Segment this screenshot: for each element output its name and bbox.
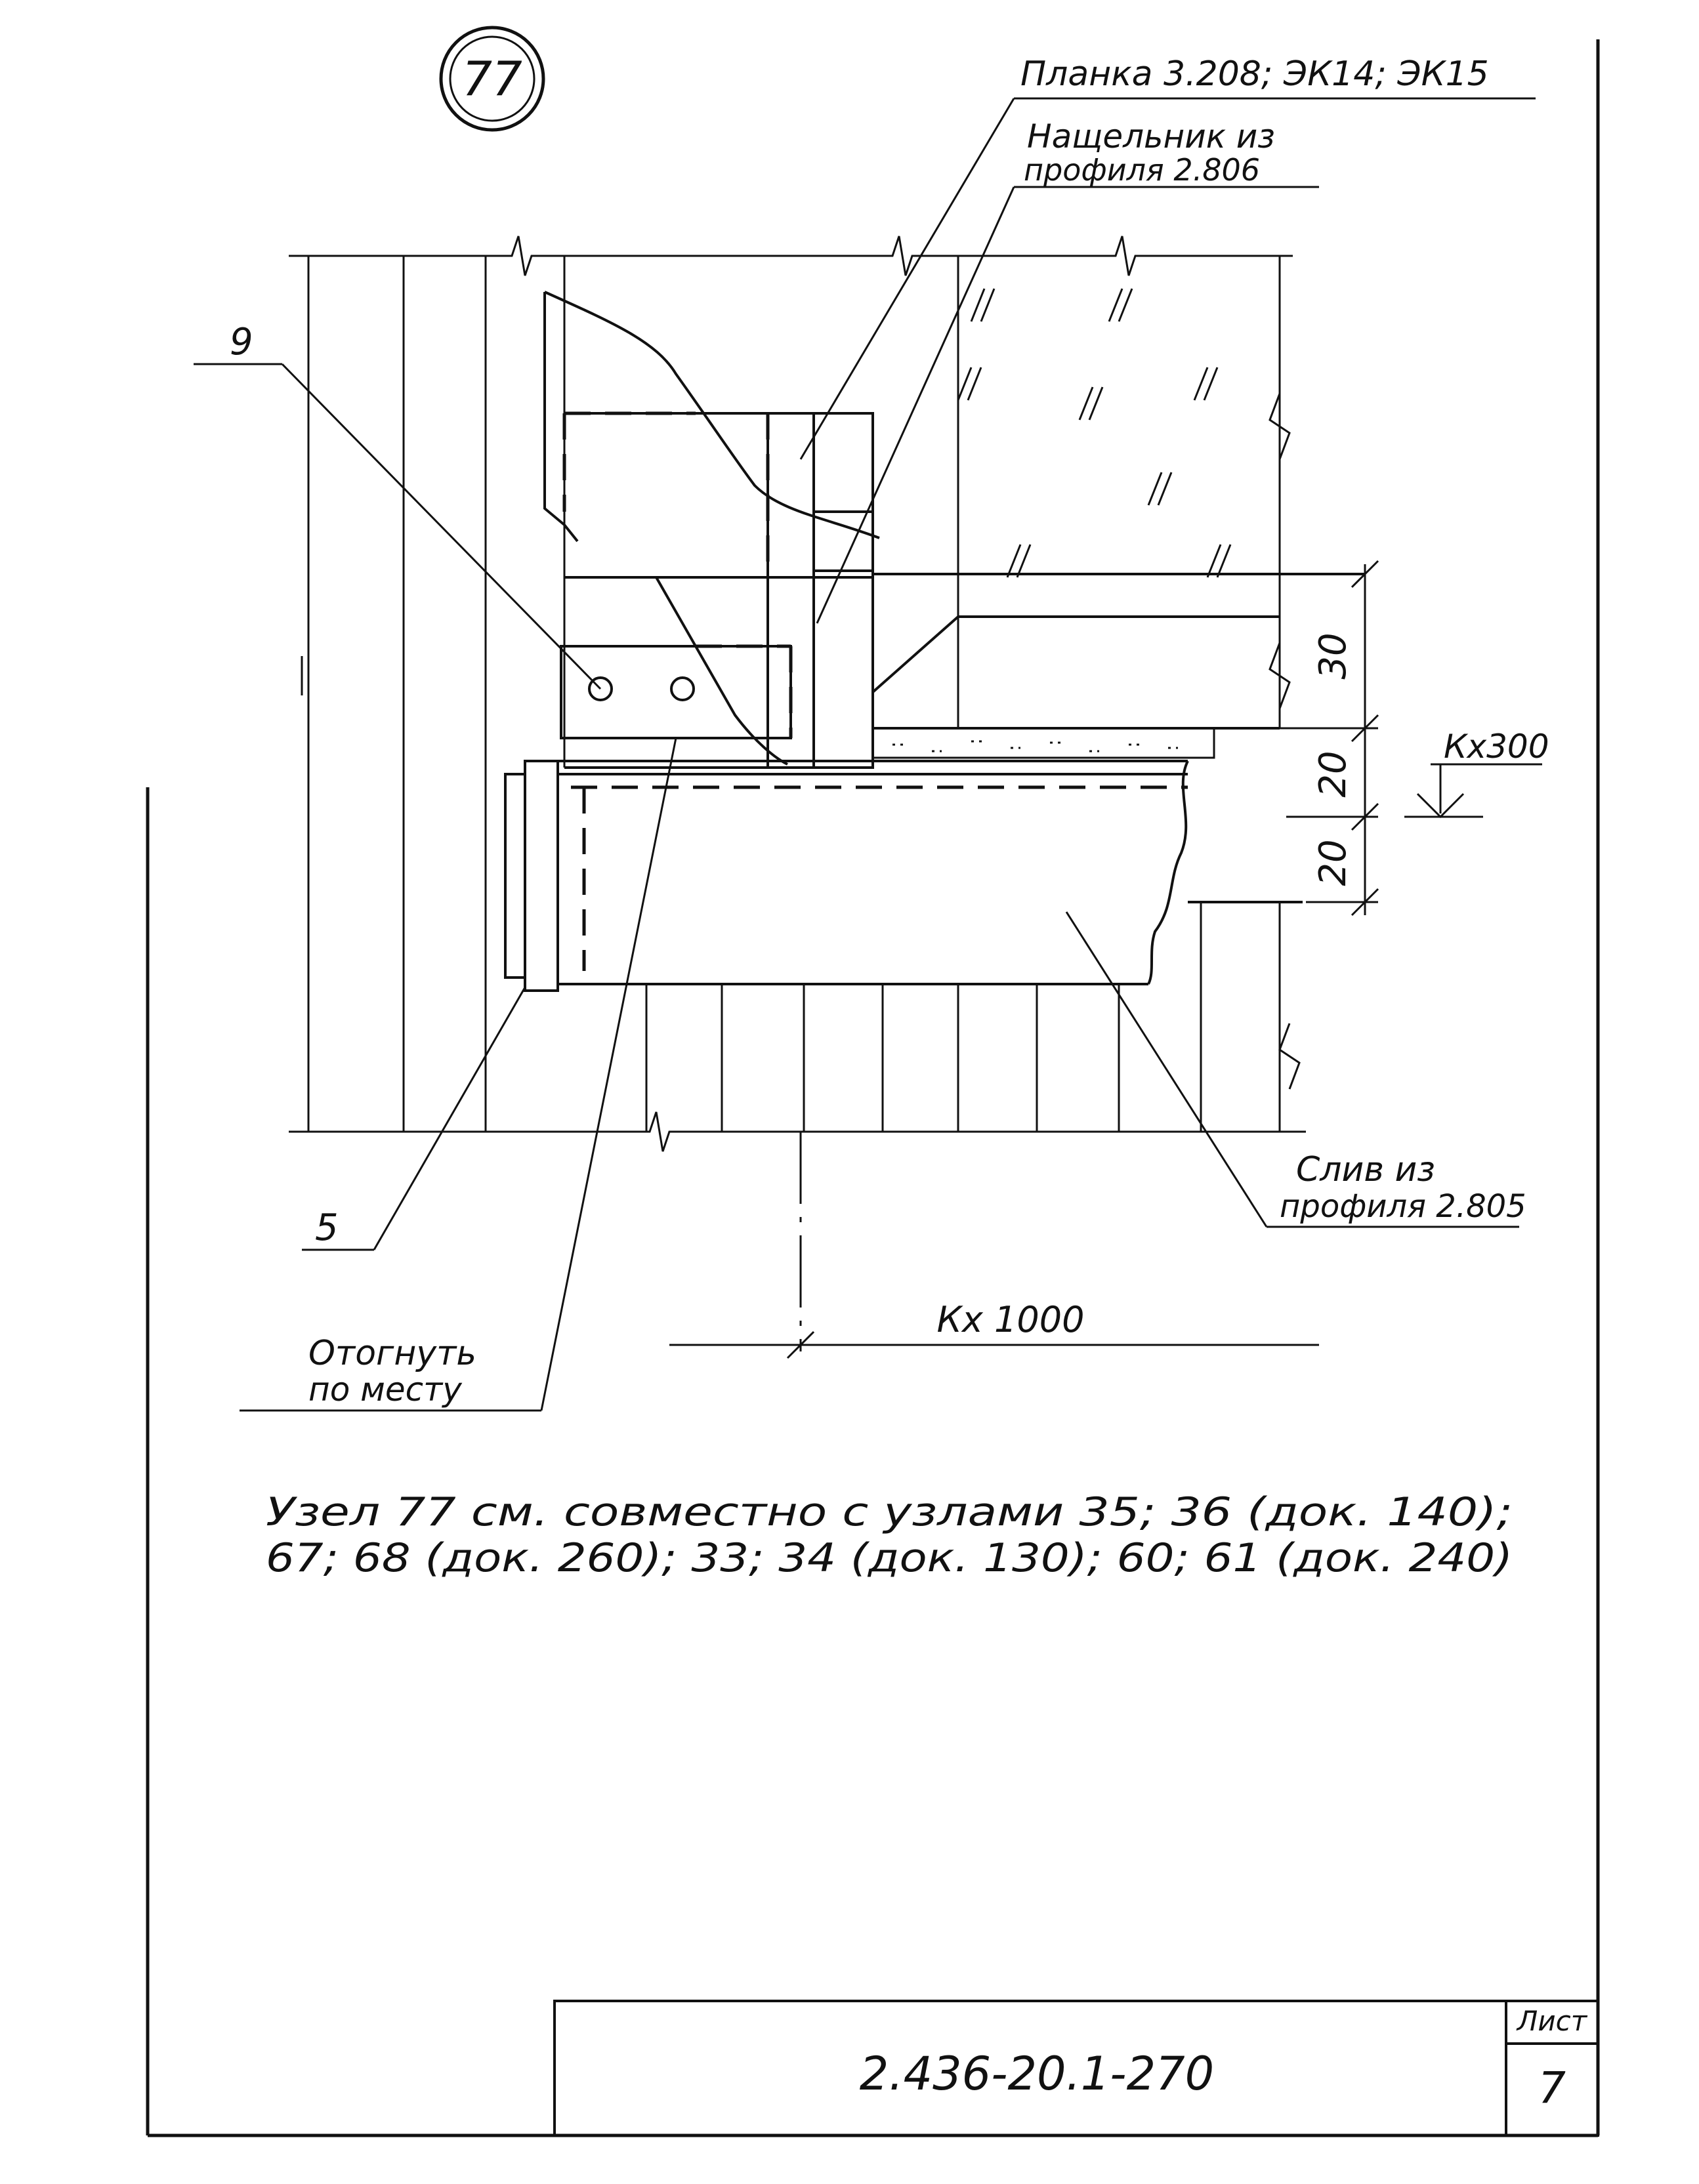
dim-k1000: Кх 1000 [937, 1299, 1085, 1340]
dim-30: 30 [1312, 632, 1354, 679]
label-pos9: 9 [230, 321, 253, 363]
k1000-dimension [669, 1330, 1319, 1359]
label-bend-1: Отогнуть [308, 1334, 476, 1373]
label-bend-2: по месту [308, 1370, 463, 1409]
leader-plank [799, 97, 1536, 460]
dim-20a: 20 [1312, 751, 1354, 797]
bracket [560, 645, 792, 739]
bolt-hole [670, 676, 695, 701]
title-block [553, 2000, 1599, 2137]
dimension-chain [1280, 560, 1379, 917]
note-line-2: 67; 68 (док. 260); 33; 34 (док. 130); 60… [266, 1535, 1513, 1581]
label-drip-2: профиля 2.805 [1280, 1188, 1526, 1225]
label-pos5: 5 [315, 1206, 339, 1249]
leader-pos9 [194, 363, 602, 690]
label-flashing-2: профиля 2.806 [1024, 152, 1260, 188]
drip-profile [504, 760, 1303, 992]
leader-pos5 [302, 987, 526, 1251]
sheet-number: 7 [1538, 2063, 1566, 2113]
node-number-marker: 77 [439, 26, 545, 132]
break-lines [289, 236, 1306, 1152]
node-number: 77 [462, 51, 522, 106]
sheet-label: Лист [1516, 2005, 1588, 2037]
sheet-frame [146, 39, 1600, 2137]
wall-cladding-lines [307, 256, 1281, 1132]
leader-bend [240, 737, 677, 1412]
leader-drip [1065, 911, 1519, 1228]
cladding-panel [543, 291, 880, 769]
hidden-lines [562, 411, 1188, 971]
level-mark [1404, 763, 1542, 819]
glass-hatch [957, 288, 1232, 578]
flashing-profile [766, 412, 874, 769]
note-line-1: Узел 77 см. совместно с узлами 35; 36 (д… [266, 1489, 1513, 1535]
label-flashing-1: Нащельник из [1027, 117, 1275, 155]
label-plank: Планка 3.208; ЭК14; ЭК15 [1020, 54, 1489, 94]
leader-flashing [816, 186, 1319, 624]
level-k300: Кх300 [1444, 728, 1549, 766]
sealant-strip [871, 727, 1215, 759]
bolt-hole [588, 676, 613, 701]
label-drip-1: Слив из [1296, 1150, 1435, 1189]
drawing-code: 2.436-20.1-270 [860, 2047, 1214, 2101]
dim-20b: 20 [1312, 839, 1354, 886]
window-frame [871, 573, 1365, 768]
